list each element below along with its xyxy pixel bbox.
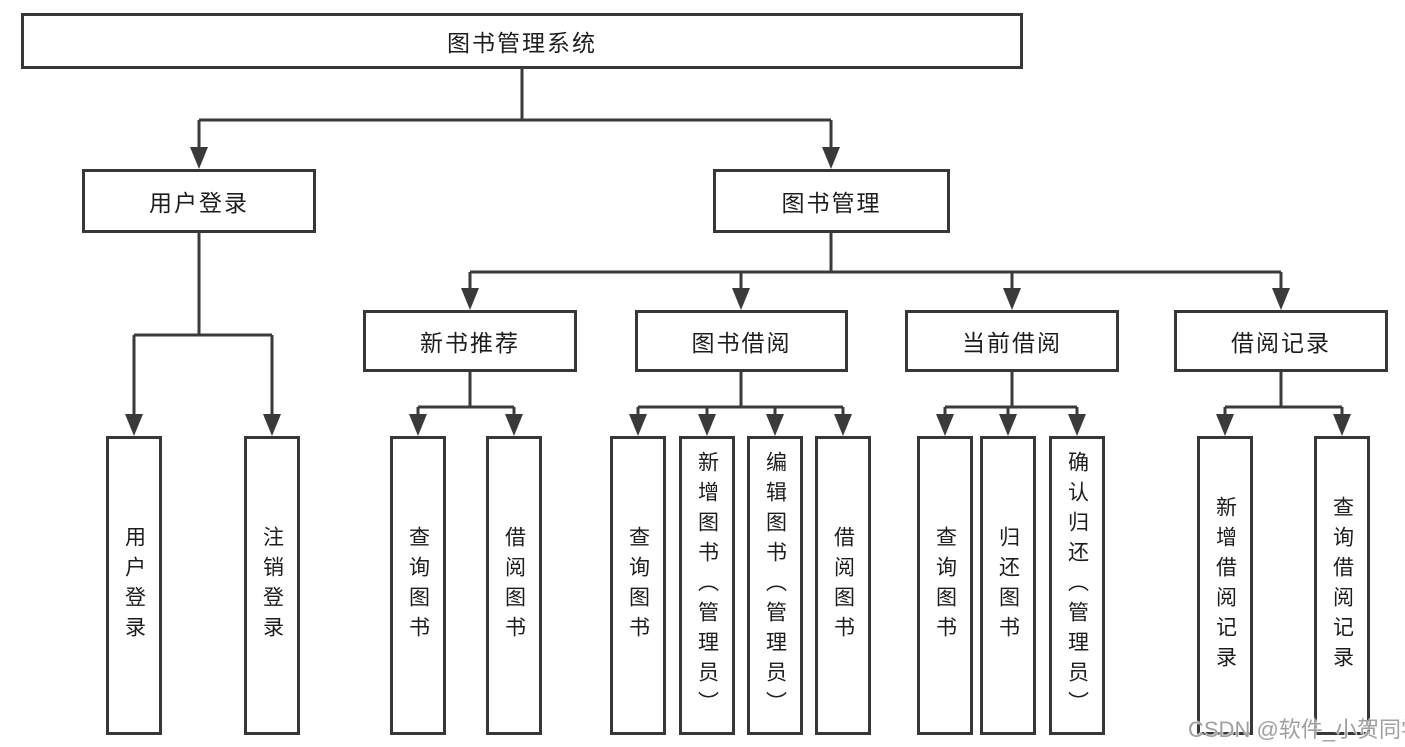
edge-borrow-to-leaves <box>636 372 845 417</box>
edge-bookmgmt-to-level3 <box>468 233 1283 290</box>
node-new-book-recommend: 新书推荐 <box>363 310 577 372</box>
leaf-query-borrow-record: 查询借阅记录 <box>1314 436 1370 735</box>
leaf-borrow-book-recommend: 借阅图书 <box>486 436 542 735</box>
leaf-borrow-book: 借阅图书 <box>815 436 871 735</box>
node-book-borrow: 图书借阅 <box>635 310 848 372</box>
leaf-add-book-admin: 新增图书（管理员） <box>679 436 735 735</box>
arrowheads <box>125 147 1351 436</box>
node-current-borrow: 当前借阅 <box>905 310 1119 372</box>
leaf-query-book-current: 查询图书 <box>917 436 973 735</box>
leaf-logout: 注销登录 <box>244 436 300 735</box>
edge-records-to-leaves <box>1223 372 1344 417</box>
edge-current-to-leaves <box>943 372 1079 417</box>
leaf-query-book-borrow: 查询图书 <box>610 436 666 735</box>
edge-recommend-to-leaves <box>416 372 516 417</box>
node-user-login: 用户登录 <box>82 169 316 233</box>
leaf-query-book-recommend: 查询图书 <box>390 436 446 735</box>
node-library-management-system: 图书管理系统 <box>21 13 1023 69</box>
csdn-watermark: CSDN @软件_小贺同学 <box>1188 717 1405 742</box>
node-borrow-records: 借阅记录 <box>1174 310 1388 372</box>
edge-userlogin-to-leaves <box>132 233 274 417</box>
leaf-user-login: 用户登录 <box>106 436 162 735</box>
leaf-return-book: 归还图书 <box>980 436 1036 735</box>
leaf-edit-book-admin: 编辑图书（管理员） <box>747 436 803 735</box>
leaf-add-borrow-record: 新增借阅记录 <box>1197 436 1253 735</box>
node-book-management: 图书管理 <box>713 169 950 233</box>
leaf-confirm-return-admin: 确认归还（管理员） <box>1049 436 1105 735</box>
edge-root-to-level2 <box>197 69 833 150</box>
